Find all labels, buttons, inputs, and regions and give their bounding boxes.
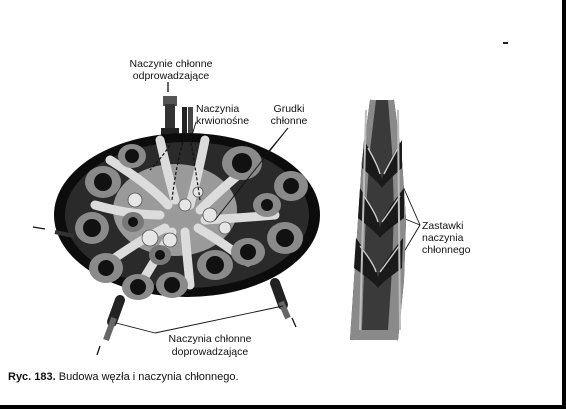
vessel-valve bbox=[362, 140, 402, 188]
label-afferent-vessels: Naczynia chłonne doprowadzające bbox=[169, 333, 252, 358]
figure-caption: Ryc. 183. Budowa węzła i naczynia chłonn… bbox=[8, 371, 239, 383]
label-blood-line1: Naczynia bbox=[196, 103, 239, 115]
lymph-node bbox=[54, 96, 320, 342]
follicle bbox=[253, 193, 281, 217]
afferent-vessel-left bbox=[103, 295, 125, 342]
label-efferent-line2: odprowadzające bbox=[133, 70, 210, 82]
efferent-vessel bbox=[161, 96, 179, 136]
label-blood-vessels: Naczynia krwionośne bbox=[196, 103, 249, 127]
follicle bbox=[197, 250, 233, 280]
label-blood-line2: krwionośne bbox=[196, 115, 249, 127]
label-efferent-line1: Naczynie chłonne bbox=[130, 58, 213, 70]
caption-number: Ryc. 183. bbox=[8, 371, 56, 383]
follicle bbox=[85, 166, 121, 198]
blood-vessels bbox=[182, 107, 193, 139]
follicle bbox=[267, 222, 303, 254]
caption-text: Budowa węzła i naczynia chłonnego. bbox=[58, 371, 239, 383]
label-valves-line2: naczynia bbox=[422, 232, 464, 244]
label-follicles-line1: Grudki bbox=[274, 103, 305, 115]
afferent-vessel-right bbox=[270, 278, 291, 320]
label-valves-line3: chłonnego bbox=[422, 244, 471, 256]
follicle bbox=[122, 212, 144, 232]
follicle bbox=[156, 272, 188, 298]
follicle bbox=[118, 144, 146, 168]
follicle bbox=[75, 212, 109, 244]
flow-arrows bbox=[32, 82, 297, 356]
follicle bbox=[122, 274, 154, 300]
leader-lines bbox=[115, 121, 421, 334]
label-afferent-line2: doprowadzające bbox=[172, 346, 249, 358]
label-lymph-follicles: Grudki chłonne bbox=[271, 103, 308, 127]
label-efferent-vessel: Naczynie chłonne odprowadzające bbox=[130, 58, 213, 82]
follicle bbox=[231, 238, 265, 266]
label-afferent-line1: Naczynia chłonne bbox=[169, 333, 252, 345]
follicle bbox=[274, 171, 308, 201]
speck-mark bbox=[503, 42, 508, 44]
label-valves-line1: Zastawki bbox=[422, 220, 463, 232]
follicle bbox=[149, 245, 171, 265]
follicle bbox=[89, 253, 123, 283]
label-follicles-line2: chłonne bbox=[271, 115, 308, 127]
label-valves: Zastawki naczynia chłonnego bbox=[422, 220, 471, 256]
afferent-vessel-side bbox=[54, 230, 75, 238]
lymph-follicles bbox=[75, 144, 308, 300]
medullary-cells bbox=[127, 186, 232, 248]
lymphatic-vessel bbox=[350, 99, 407, 341]
follicle bbox=[222, 146, 262, 180]
